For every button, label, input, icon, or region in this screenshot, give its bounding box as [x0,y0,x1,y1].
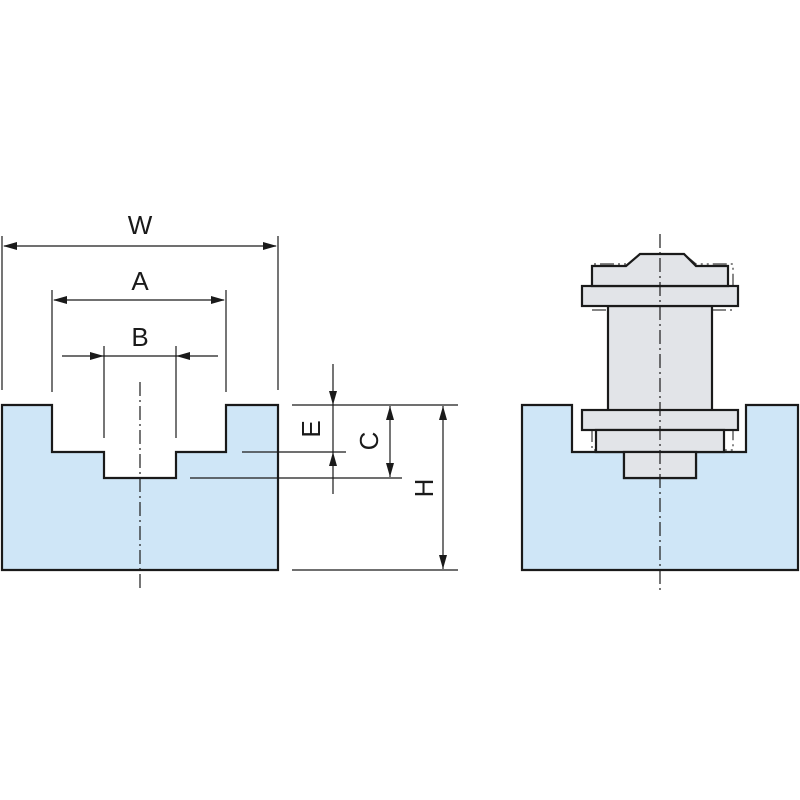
left-view: W A B E [0,210,458,592]
label-c: C [354,432,384,451]
label-w: W [128,210,153,240]
label-h: H [409,479,439,498]
right-view [520,234,800,592]
label-a: A [131,266,149,296]
dimension-w: W [1,210,279,390]
dimension-c: C [354,406,394,477]
dimension-a: A [51,266,227,392]
label-b: B [131,322,148,352]
label-e: E [296,420,326,437]
dimension-b: B [62,322,218,438]
dimension-e: E [296,364,337,494]
dimension-h: H [409,406,447,569]
